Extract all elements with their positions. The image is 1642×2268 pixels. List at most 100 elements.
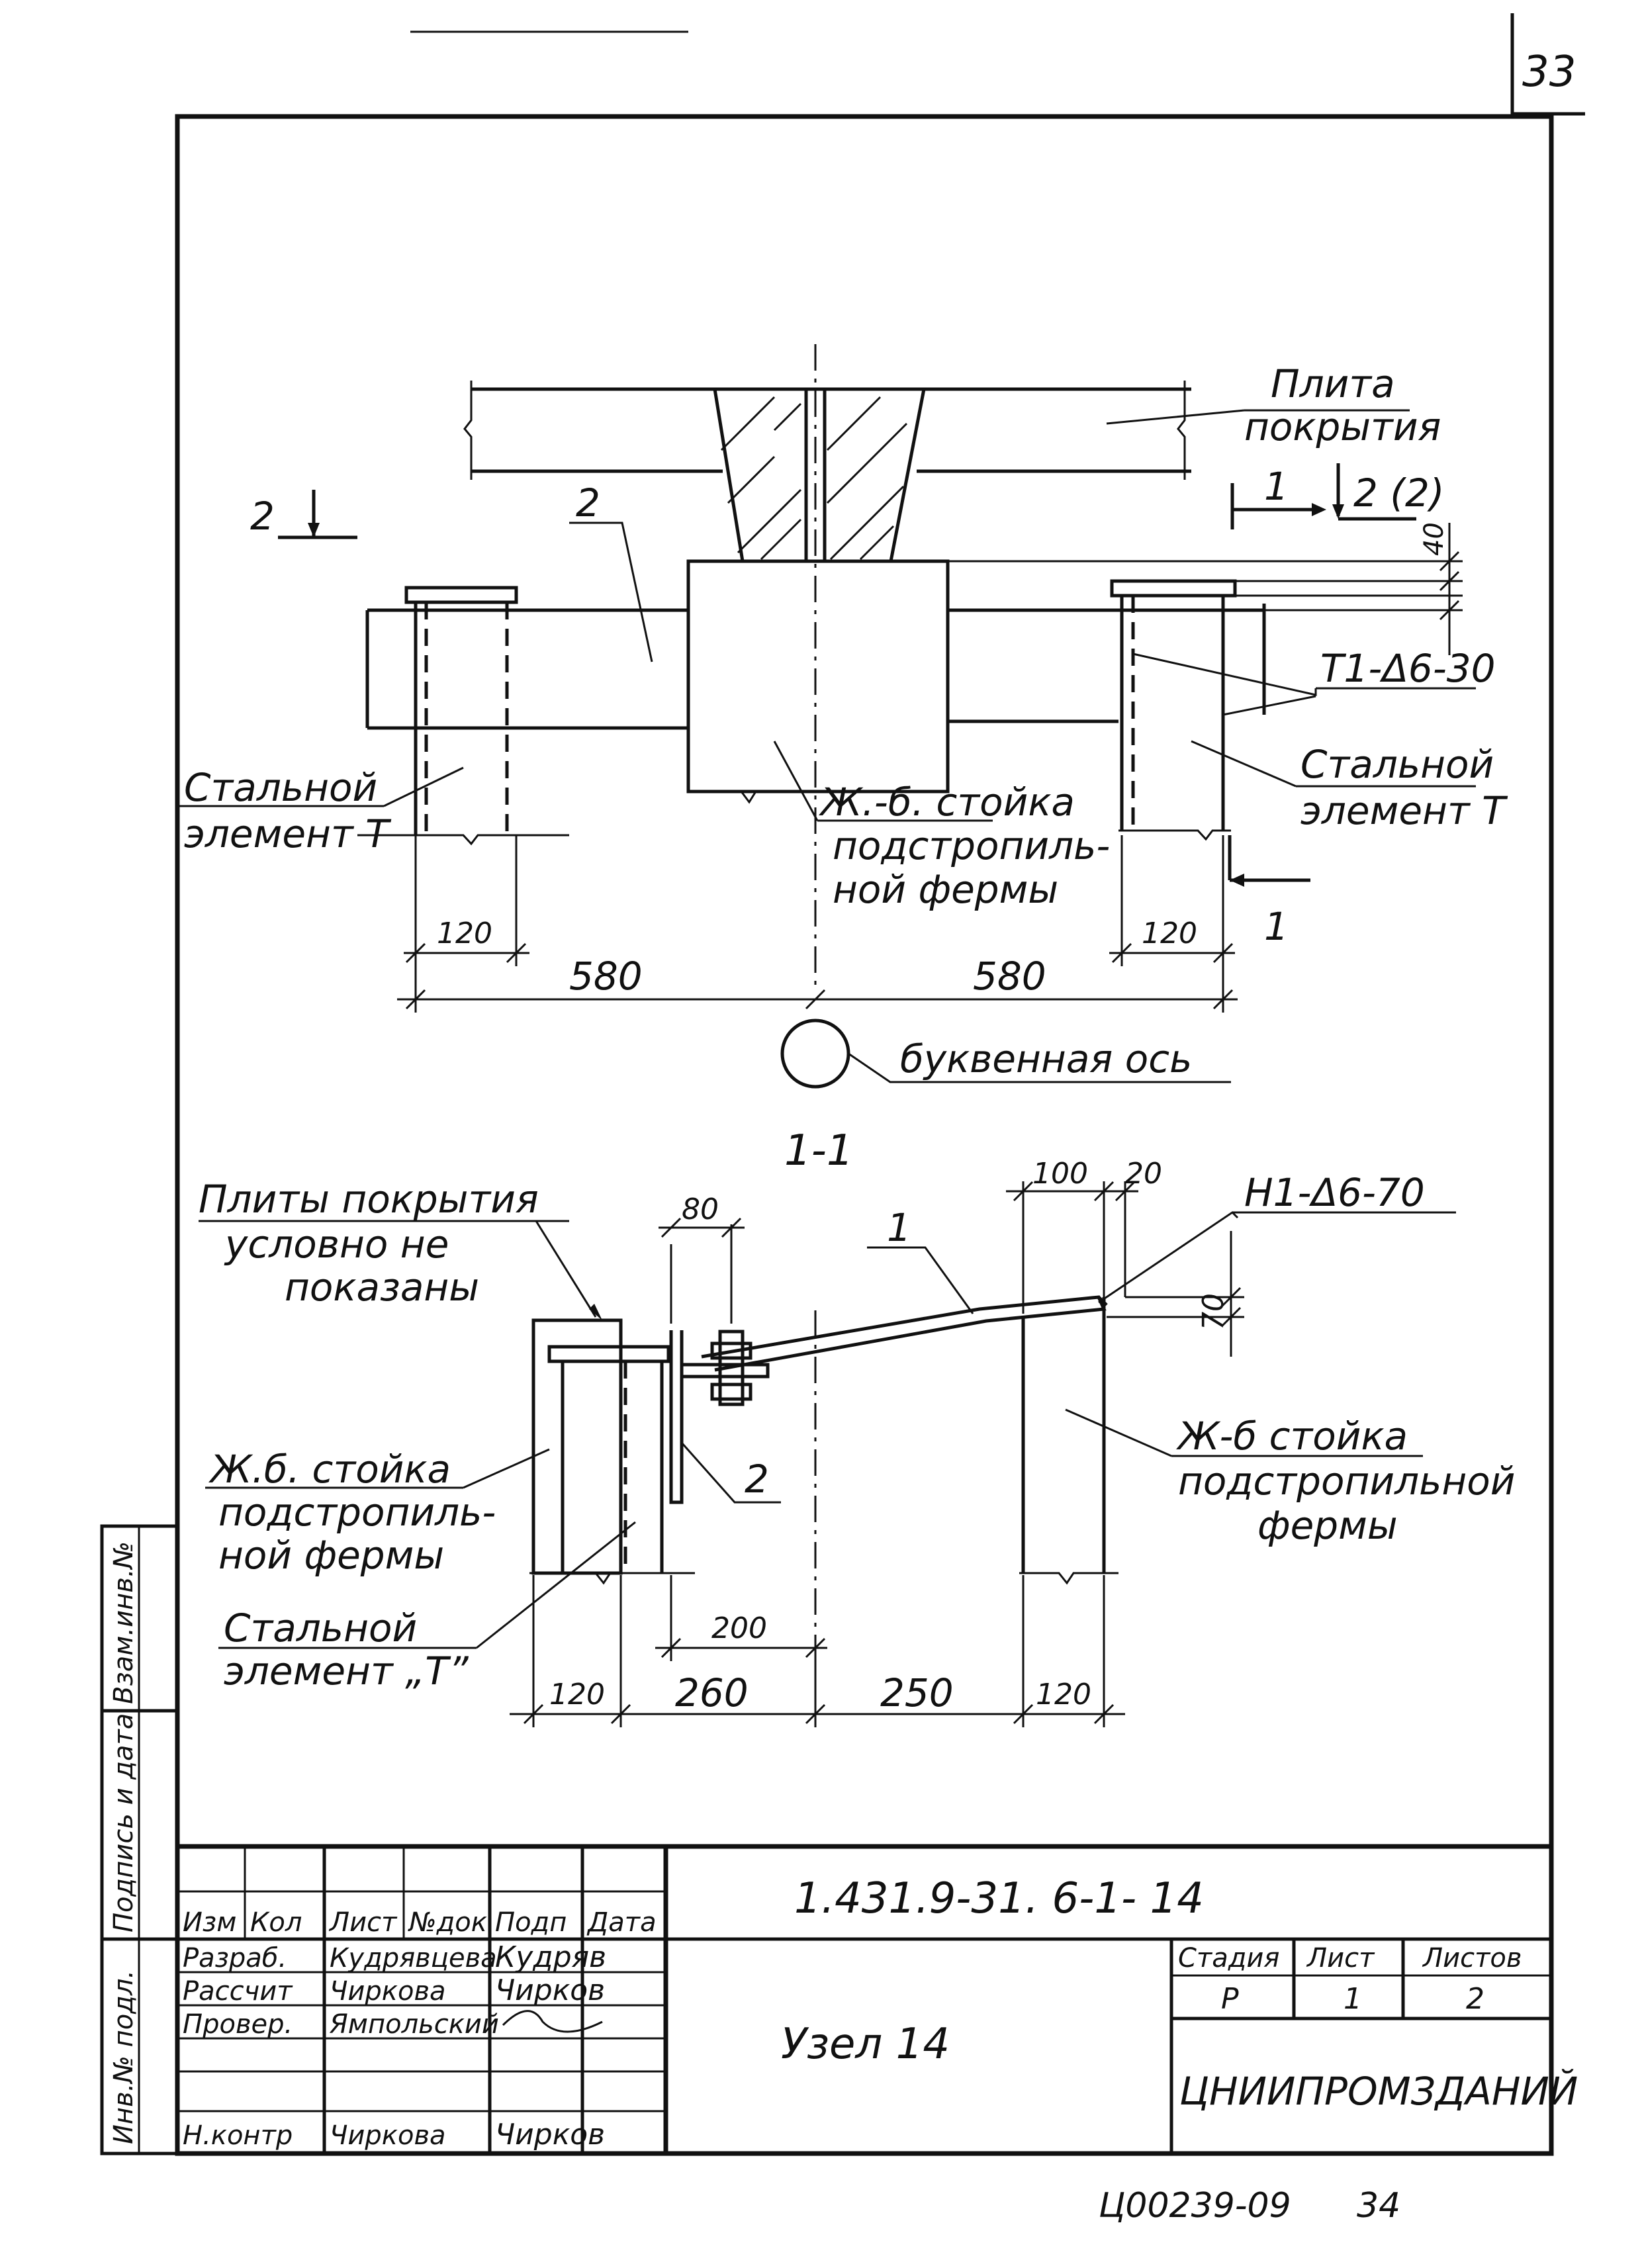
org-name: ЦНИИПРОМЗДАНИЙ xyxy=(1179,2068,1578,2114)
post-break xyxy=(688,790,854,804)
axis-leader xyxy=(848,1052,1231,1083)
concrete-joint xyxy=(713,387,927,563)
label-post-right-1: Ж-б стойка xyxy=(1176,1414,1408,1459)
label-post-3: ной фермы xyxy=(833,867,1058,912)
sheets-value: 2 xyxy=(1466,1982,1484,2016)
node-plan-view: Плита покрытия 2 2 1 2 (2) 40 Т1 xyxy=(179,344,1508,1089)
label-steel-right-2: элемент Т xyxy=(1300,788,1508,833)
leader-post-right xyxy=(1065,1408,1172,1457)
leader-weld-2 xyxy=(1222,695,1316,716)
tick-70-b xyxy=(1220,1306,1242,1328)
sheet-number-box xyxy=(1510,13,1585,116)
hdr-data: Дата xyxy=(586,1907,657,1938)
side-stamp-sign: Подпись и дата xyxy=(109,1713,139,1932)
leader-mark-1 xyxy=(867,1246,974,1314)
side-stamp: Инв.№ подл. Подпись и дата Взам.инв.№ xyxy=(100,1524,179,2155)
row4-sign: Чирков xyxy=(495,2118,605,2152)
footer-note: Ц00239-09 xyxy=(1099,2186,1291,2226)
tick-120-right-a xyxy=(1111,942,1132,964)
tick-120-left-b xyxy=(506,942,527,964)
steel-right-break xyxy=(1118,829,1231,841)
dim-80: 80 xyxy=(682,1193,719,1226)
dim-250: 250 xyxy=(880,1670,954,1715)
section-1-1-view: 1-1 Плиты покрытия условно не показаны xyxy=(199,1126,1515,1727)
leader-plates-head xyxy=(589,1304,602,1320)
tick-100-a xyxy=(1013,1181,1034,1202)
row3-role: Провер. xyxy=(183,2009,293,2040)
steel-cap-section xyxy=(547,1345,670,1363)
label-plate-1: Плита xyxy=(1271,361,1395,406)
tick-70-a xyxy=(1220,1287,1242,1308)
row4-name: Чиркова xyxy=(330,2120,446,2151)
drawing-name: Узел 14 xyxy=(781,2020,950,2069)
label-post-left-1: Ж.б. стойка xyxy=(208,1447,451,1492)
dim-580-right: 580 xyxy=(973,954,1046,999)
tick-chain-2 xyxy=(610,1703,631,1725)
section-1-bottom-head xyxy=(1230,874,1244,887)
steel-cap-left xyxy=(404,586,518,604)
tick-100-b xyxy=(1093,1181,1115,1202)
label-steel-section-1: Стальной xyxy=(224,1606,417,1651)
drawing-code: 1.431.9-31. 6-1- 14 xyxy=(794,1874,1204,1923)
footer-page: 34 xyxy=(1357,2186,1400,2226)
hdr-list: Лист xyxy=(328,1907,398,1938)
nut-top xyxy=(710,1341,753,1360)
label-steel-left-2: элемент Т xyxy=(184,811,392,856)
angle-plate xyxy=(669,1330,684,1504)
hdr-sheets: Листов xyxy=(1422,1943,1522,1973)
label-plate-2: покрытия xyxy=(1244,404,1441,449)
tick-chain-3 xyxy=(805,1703,826,1725)
dim-120-left: 120 xyxy=(437,917,492,950)
weld-label: Т1-Δ6-30 xyxy=(1320,646,1496,691)
joint-hatch xyxy=(720,396,908,561)
row2-role: Рассчит xyxy=(183,1976,293,2007)
label-post-left-2: подстропиль- xyxy=(218,1490,496,1535)
weld-label-section: Н1-Δ6-70 xyxy=(1244,1170,1425,1215)
tick-chain-4 xyxy=(1013,1703,1034,1725)
leader-weld-1 xyxy=(1132,653,1317,696)
row1-sign: Кудряв xyxy=(495,1940,606,1974)
tick-20-b xyxy=(1115,1181,1136,1202)
bolt-plate xyxy=(680,1363,770,1379)
label-post-1: Ж.-б. стойка xyxy=(819,780,1075,825)
tick-120-left-a xyxy=(405,942,426,964)
leader-post xyxy=(773,741,819,821)
mark-2-2: 2 (2) xyxy=(1353,471,1445,516)
slab-break-left xyxy=(463,381,473,480)
row3-signature xyxy=(502,2010,603,2033)
mark-2-center: 2 xyxy=(576,480,600,525)
hdr-kol: Кол xyxy=(250,1907,302,1938)
leader-weld-section xyxy=(1098,1211,1239,1304)
hdr-sheet: Лист xyxy=(1306,1943,1375,1973)
tick-2 xyxy=(1439,570,1460,592)
label-axis: буквенная ось xyxy=(900,1036,1192,1081)
tick-80-a xyxy=(661,1217,682,1238)
leader-plates xyxy=(535,1220,597,1318)
hdr-stage: Стадия xyxy=(1178,1943,1279,1973)
mark-1-top: 1 xyxy=(1264,464,1289,509)
row1-role: Разраб. xyxy=(183,1943,287,1973)
label-plates-3: показаны xyxy=(285,1265,479,1310)
dim-120-right: 120 xyxy=(1142,917,1197,950)
dim-20: 20 xyxy=(1125,1157,1162,1191)
title-block: Изм Кол Лист №док Подп Дата Разраб. Кудр… xyxy=(177,1844,1578,2154)
mark-2-left: 2 xyxy=(250,494,275,539)
dim-260: 260 xyxy=(675,1670,749,1715)
leader-steel-right xyxy=(1191,740,1297,788)
tick-200-a xyxy=(661,1637,682,1658)
label-steel-right-1: Стальной xyxy=(1300,742,1494,787)
post-left xyxy=(531,1318,623,1575)
section-title: 1-1 xyxy=(784,1126,854,1175)
rc-post xyxy=(686,559,950,794)
leader-mark-2-section xyxy=(680,1442,781,1504)
dim-40: 40 xyxy=(1419,522,1449,556)
dim-120-left-section: 120 xyxy=(549,1678,605,1711)
label-post-right-3: фермы xyxy=(1257,1503,1398,1548)
row4-role: Н.контр xyxy=(183,2120,293,2151)
label-post-left-3: ной фермы xyxy=(218,1533,444,1578)
section-22-head xyxy=(1332,504,1344,519)
row1-name: Кудрявцева xyxy=(330,1943,497,1973)
dim-100: 100 xyxy=(1032,1157,1088,1191)
tick-580-c xyxy=(1212,989,1234,1010)
row2-sign: Чирков xyxy=(495,1973,605,2007)
